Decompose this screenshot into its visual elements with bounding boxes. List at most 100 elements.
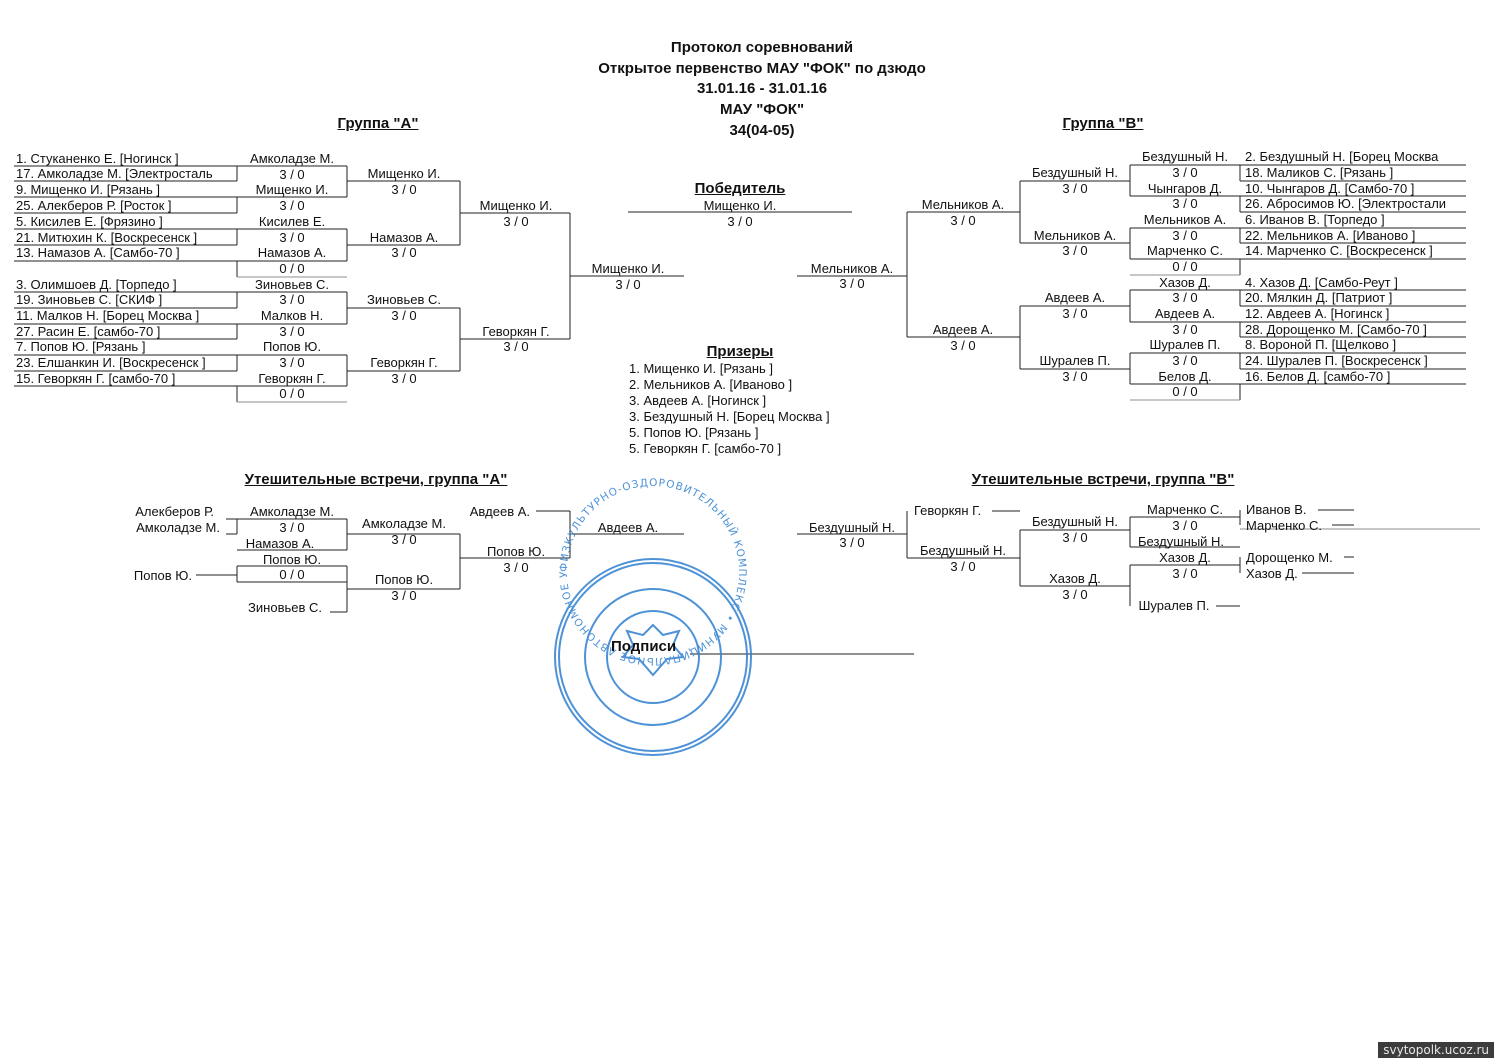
b-r1-6-name: Шуралев П. (1149, 337, 1221, 352)
b-r1-1-score: 3 / 0 (1172, 196, 1198, 211)
b-r2-1-score: 3 / 0 (1062, 243, 1088, 258)
a-r1-4-name: Зиновьев С. (255, 277, 329, 292)
a-r1-2-name: Кисилев Е. (258, 214, 326, 229)
cons-a-p3: Намазов А. (245, 536, 315, 551)
a-r2-3-name: Геворкян Г. (370, 355, 438, 370)
cons-b-q2-score: 3 / 0 (1172, 566, 1198, 581)
cons-b-p-top: Геворкян Г. (914, 503, 982, 518)
b-r2-3-name: Шуралев П. (1039, 353, 1111, 368)
b-r2-2-score: 3 / 0 (1062, 306, 1088, 321)
prize-item-5: 5. Геворкян Г. [самбо-70 ] (629, 441, 782, 456)
a-r2-2-score: 3 / 0 (391, 308, 417, 323)
cons-b-semi-score: 3 / 0 (950, 559, 976, 574)
a-r2-2-name: Зиновьев С. (367, 292, 441, 307)
cons-a-p2: Амколадзе М. (136, 520, 220, 535)
cons-a-m4-score: 3 / 0 (391, 588, 417, 603)
cons-a-final-name: Авдеев А. (597, 520, 659, 535)
seed-a-0: 1. Стуканенко Е. [Ногинск ] (16, 151, 179, 166)
b-r1-0-score: 3 / 0 (1172, 165, 1198, 180)
a-r1-7-score: 0 / 0 (279, 386, 305, 401)
cons-b-m1-score: 3 / 0 (1062, 530, 1088, 545)
seed-a-2: 9. Мищенко И. [Рязань ] (16, 182, 161, 197)
consolation-a-title: Утешительные встречи, группа "А" (244, 471, 508, 488)
b-r2-2-name: Авдеев А. (1044, 290, 1106, 305)
b-r1-4-name: Хазов Д. (1159, 275, 1211, 290)
cons-b-m2-score: 3 / 0 (1062, 587, 1088, 602)
stamp-outer-ring (554, 558, 752, 756)
seed-b-1: 18. Маликов С. [Рязань ] (1245, 165, 1394, 180)
b-r1-1-name: Чынгаров Д. (1147, 181, 1223, 196)
cons-a-p5: Зиновьев С. (248, 600, 322, 615)
a-r2-0-score: 3 / 0 (391, 182, 417, 197)
a-r1-4-score: 3 / 0 (279, 292, 305, 307)
cons-b-q1-name: Марченко С. (1146, 502, 1224, 517)
seed-b-2: 10. Чынгаров Д. [Самбо-70 ] (1245, 181, 1415, 196)
seed-b-12: 24. Шуралев П. [Воскресенск ] (1245, 353, 1428, 368)
cons-a-m3-name: Попов Ю. (262, 552, 322, 567)
seed-a-4: 5. Кисилев Е. [Фрязино ] (16, 214, 163, 229)
cons-a-p4: Попов Ю. (133, 568, 192, 583)
cons-a-m1-score: 3 / 0 (279, 520, 305, 535)
prize-item-0: 1. Мищенко И. [Рязань ] (629, 361, 774, 376)
site-watermark: svytopolk.ucoz.ru (1378, 1042, 1494, 1058)
winner-score: 3 / 0 (727, 214, 753, 229)
a-r3-0-name: Мищенко И. (479, 198, 553, 213)
cons-b-e3: Дорощенко М. (1246, 550, 1333, 565)
b-final-name: Мельников А. (810, 261, 894, 276)
seed-a-11: 7. Попов Ю. [Рязань ] (16, 339, 146, 354)
b-r2-3-score: 3 / 0 (1062, 369, 1088, 384)
a-final-name: Мищенко И. (591, 261, 665, 276)
cons-b-semi-name: Бездушный Н. (919, 543, 1007, 558)
seed-b-3: 26. Абросимов Ю. [Электростали (1245, 196, 1447, 211)
seed-a-6: 13. Намазов А. [Самбо-70 ] (16, 245, 180, 260)
b-r1-4-score: 3 / 0 (1172, 290, 1198, 305)
a-r1-6-name: Попов Ю. (262, 339, 322, 354)
cons-a-m2-name: Амколадзе М. (362, 516, 446, 531)
a-r1-5-score: 3 / 0 (279, 324, 305, 339)
competition-name: Открытое первенство МАУ "ФОК" по дзюдо (598, 60, 926, 77)
eagle-emblem-icon (621, 623, 685, 677)
prizes-title: Призеры (706, 343, 774, 360)
protocol-title: Протокол соревнований (670, 39, 854, 56)
a-r1-7-name: Геворкян Г. (258, 371, 326, 386)
a-r1-0-score: 3 / 0 (279, 167, 305, 182)
b-r3-0-name: Мельников А. (921, 197, 1005, 212)
b-r1-3-score: 0 / 0 (1172, 259, 1198, 274)
group-b-title: Группа "В" (1062, 115, 1144, 132)
seed-a-7: 3. Олимшоев Д. [Торпедо ] (16, 277, 177, 292)
b-r1-5-name: Авдеев А. (1154, 306, 1216, 321)
cons-a-m3-score: 0 / 0 (279, 567, 305, 582)
signatures-label: Подписи (611, 638, 677, 655)
cons-b-q2-loser: Шуралев П. (1138, 598, 1210, 613)
cons-b-m1-name: Бездушный Н. (1031, 514, 1119, 529)
cons-a-m1-name: Амколадзе М. (250, 504, 334, 519)
a-r2-1-name: Намазов А. (369, 230, 439, 245)
b-final-score: 3 / 0 (839, 276, 865, 291)
b-r1-2-score: 3 / 0 (1172, 228, 1198, 243)
a-r1-1-score: 3 / 0 (279, 198, 305, 213)
prize-item-4: 5. Попов Ю. [Рязань ] (629, 425, 759, 440)
cons-a-m5-score: 3 / 0 (503, 560, 529, 575)
b-r1-7-name: Белов Д. (1158, 369, 1212, 384)
b-r1-2-name: Мельников А. (1143, 212, 1227, 227)
seed-a-10: 27. Расин Е. [самбо-70 ] (16, 324, 161, 339)
seed-b-6: 14. Марченко С. [Воскресенск ] (1245, 243, 1433, 258)
competition-dates: 31.01.16 - 31.01.16 (696, 80, 828, 97)
cons-b-e2: Марченко С. (1246, 518, 1323, 533)
a-r3-1-score: 3 / 0 (503, 339, 529, 354)
weight-category: 34(04-05) (729, 122, 795, 139)
cons-b-m2-name: Хазов Д. (1049, 571, 1101, 586)
seed-a-8: 19. Зиновьев С. [СКИФ ] (16, 292, 163, 307)
b-r2-0-name: Бездушный Н. (1031, 165, 1119, 180)
cons-a-m2-score: 3 / 0 (391, 532, 417, 547)
seed-b-7: 4. Хазов Д. [Самбо-Реут ] (1245, 275, 1398, 290)
a-r2-0-name: Мищенко И. (367, 166, 441, 181)
consolation-b-title: Утешительные встречи, группа "В" (971, 471, 1235, 488)
seed-b-13: 16. Белов Д. [самбо-70 ] (1245, 369, 1391, 384)
a-r1-3-score: 0 / 0 (279, 261, 305, 276)
cons-b-e4: Хазов Д. (1246, 566, 1298, 581)
cons-b-e1: Иванов В. (1246, 502, 1307, 517)
seed-a-13: 15. Геворкян Г. [самбо-70 ] (16, 371, 176, 386)
